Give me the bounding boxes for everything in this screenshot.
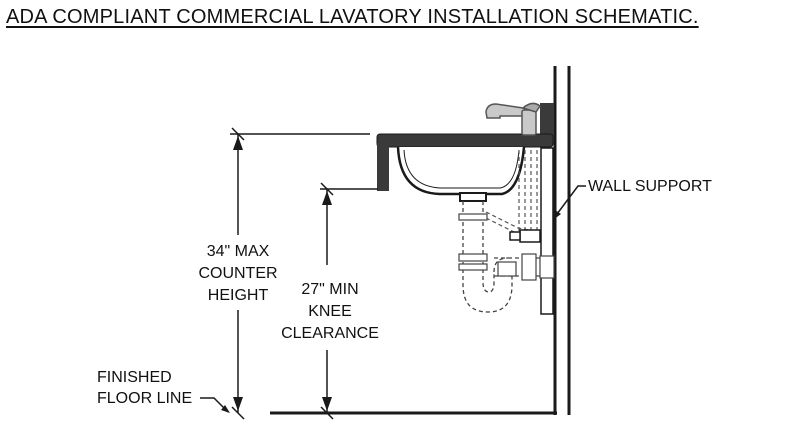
finished-floor-label-line1: FINISHED [97, 369, 172, 386]
trap-fittings [458, 213, 555, 281]
faucet [485, 102, 542, 136]
counter-height-label-line1: 34" MAX [207, 243, 270, 260]
knee-clearance-label-line2: KNEE [308, 303, 352, 320]
wall [553, 66, 571, 415]
counter-height-dimension [230, 127, 370, 420]
knee-clearance-label-line3: CLEARANCE [281, 325, 379, 342]
wall-support-label: WALL SUPPORT [588, 178, 712, 195]
counter-height-label-line3: HEIGHT [208, 287, 269, 304]
sink-drain [459, 192, 487, 202]
diagram-title: ADA COMPLIANT COMMERCIAL LAVATORY INSTAL… [6, 6, 699, 28]
finished-floor-label-line2: FLOOR LINE [97, 390, 192, 407]
wall-carrier [540, 147, 554, 315]
counter-height-label-line2: COUNTER [198, 265, 277, 282]
knee-clearance-label-line1: 27" MIN [301, 281, 358, 298]
wall-support-leader [553, 185, 586, 220]
floor-line-leader [200, 397, 230, 413]
countertop [376, 133, 554, 148]
shutoff-valve [509, 229, 541, 243]
knee-clearance-dimension [320, 182, 378, 420]
sink-bowl [396, 146, 526, 196]
counter-apron [377, 143, 389, 191]
wall-bracket [540, 103, 554, 143]
